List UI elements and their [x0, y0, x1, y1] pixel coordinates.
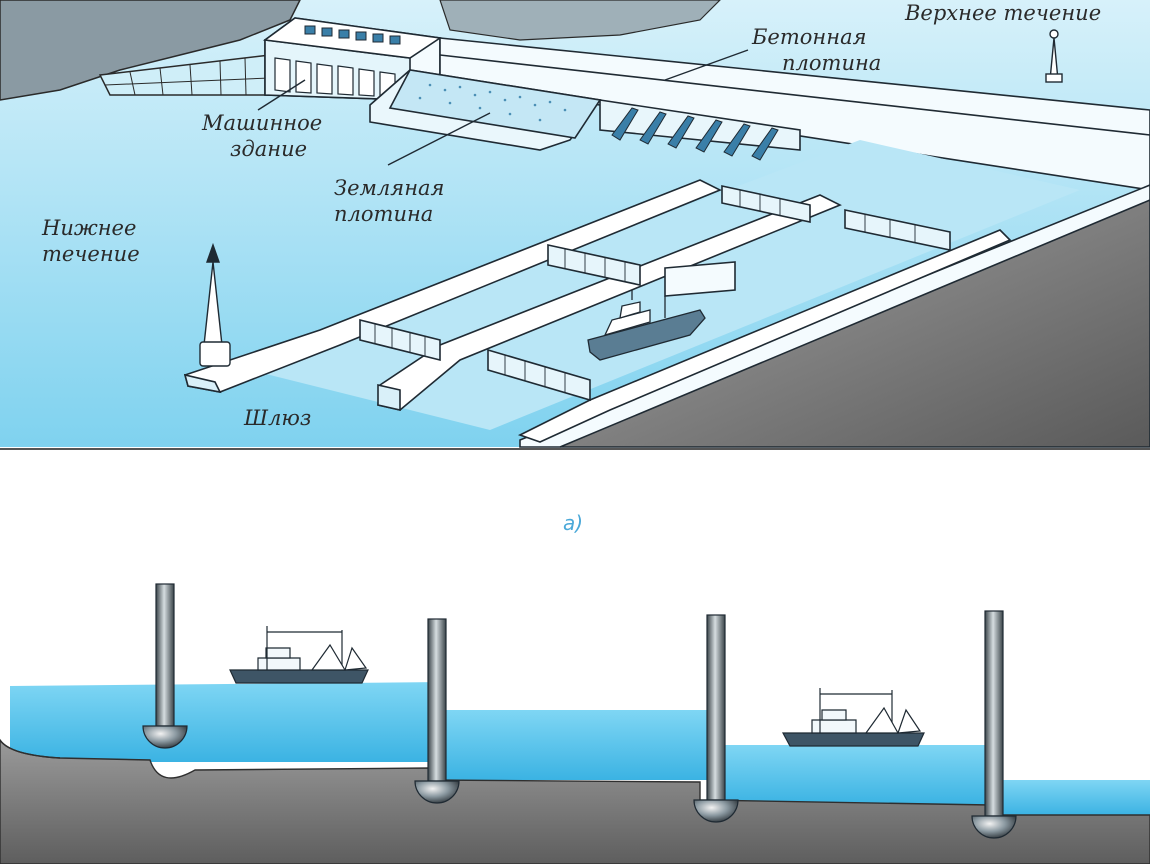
ship-upper-level [229, 626, 369, 684]
label-downstream-line-1: Нижнее [42, 216, 137, 240]
label-concrete-dam-line-1: Бетонная [752, 25, 867, 49]
concrete-dam [369, 37, 1150, 191]
ship-lower-level [781, 688, 925, 747]
label-earth-dam-line-2: плотина [334, 202, 434, 226]
upper-bank-shadow [439, 0, 721, 41]
lock-gates-section [142, 583, 1017, 839]
downstream-lighthouse [199, 242, 231, 367]
label-earth-dam: Земляная плотина [334, 175, 444, 227]
label-earth-dam-line-1: Земляная [334, 176, 445, 200]
water-level-2 [445, 710, 715, 780]
lock-structure [183, 140, 1150, 448]
water-level-3 [715, 745, 995, 805]
label-upstream: Верхнее течение [905, 1, 1102, 25]
label-machine-building-line-2: здание [230, 137, 308, 161]
label-downstream: Нижнее течение [42, 215, 140, 267]
ship-in-lock [587, 290, 706, 361]
figure-caption: а) [563, 511, 584, 535]
label-concrete-dam: Бетонная плотина [752, 24, 881, 76]
water-level-4 [995, 780, 1150, 815]
upstream-lighthouse [1045, 29, 1063, 83]
leader-lines [257, 49, 749, 166]
label-machine-building-line-1: Машинное [202, 111, 323, 135]
label-downstream-line-2: течение [42, 242, 140, 266]
earth-dam-texture [418, 83, 567, 122]
left-bank-edge [0, 739, 61, 759]
upper-bank [0, 0, 301, 101]
label-lock: Шлюз [244, 406, 312, 430]
label-concrete-dam-line-2: плотина [782, 51, 882, 75]
gate-ribs [374, 190, 916, 393]
apron-tiles [104, 57, 271, 96]
water-level-1 [10, 682, 445, 762]
label-machine-building: Машинное здание [202, 110, 322, 162]
machine-building [262, 17, 443, 101]
